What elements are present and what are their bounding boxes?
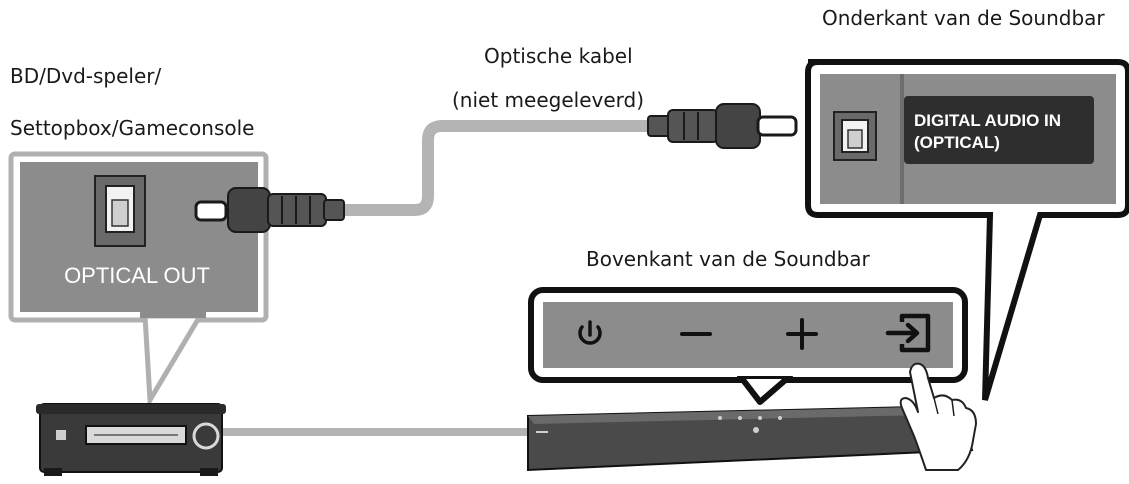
source-button[interactable] [885, 313, 931, 353]
optical-out-label: OPTICAL OUT [64, 263, 210, 288]
pressing-hand-icon [899, 362, 977, 471]
optical-cable [339, 120, 656, 216]
soundbar-top-callout [528, 287, 968, 405]
soundbar-top-label: Bovenkant van de Soundbar [586, 247, 870, 271]
source-cable-plug [194, 187, 345, 233]
power-button[interactable] [578, 320, 602, 345]
digital-audio-in-label-line1: DIGITAL AUDIO IN [914, 111, 1061, 130]
optical-out-port [94, 175, 146, 247]
soundbar-bottom-callout [805, 59, 1129, 401]
power-icon [578, 325, 602, 345]
soundbar-cable-plug [647, 103, 798, 149]
plus-icon [786, 318, 818, 350]
source-device-label-line2: Settopbox/Gameconsole [10, 116, 255, 140]
source-device [36, 403, 226, 476]
soundbar-bottom-label: Onderkant van de Soundbar [822, 6, 1105, 30]
input-source-icon [885, 313, 931, 353]
digital-audio-in-label-line2: (OPTICAL) [914, 133, 1000, 152]
digital-audio-in-port [833, 111, 877, 161]
source-device-label-line1: BD/Dvd-speler/ [10, 64, 162, 88]
cable-label-line2: (niet meegeleverd) [452, 88, 645, 112]
volume-up-button[interactable] [786, 318, 818, 350]
cable-label-line1: Optische kabel [484, 44, 633, 68]
soundbar [527, 404, 974, 472]
